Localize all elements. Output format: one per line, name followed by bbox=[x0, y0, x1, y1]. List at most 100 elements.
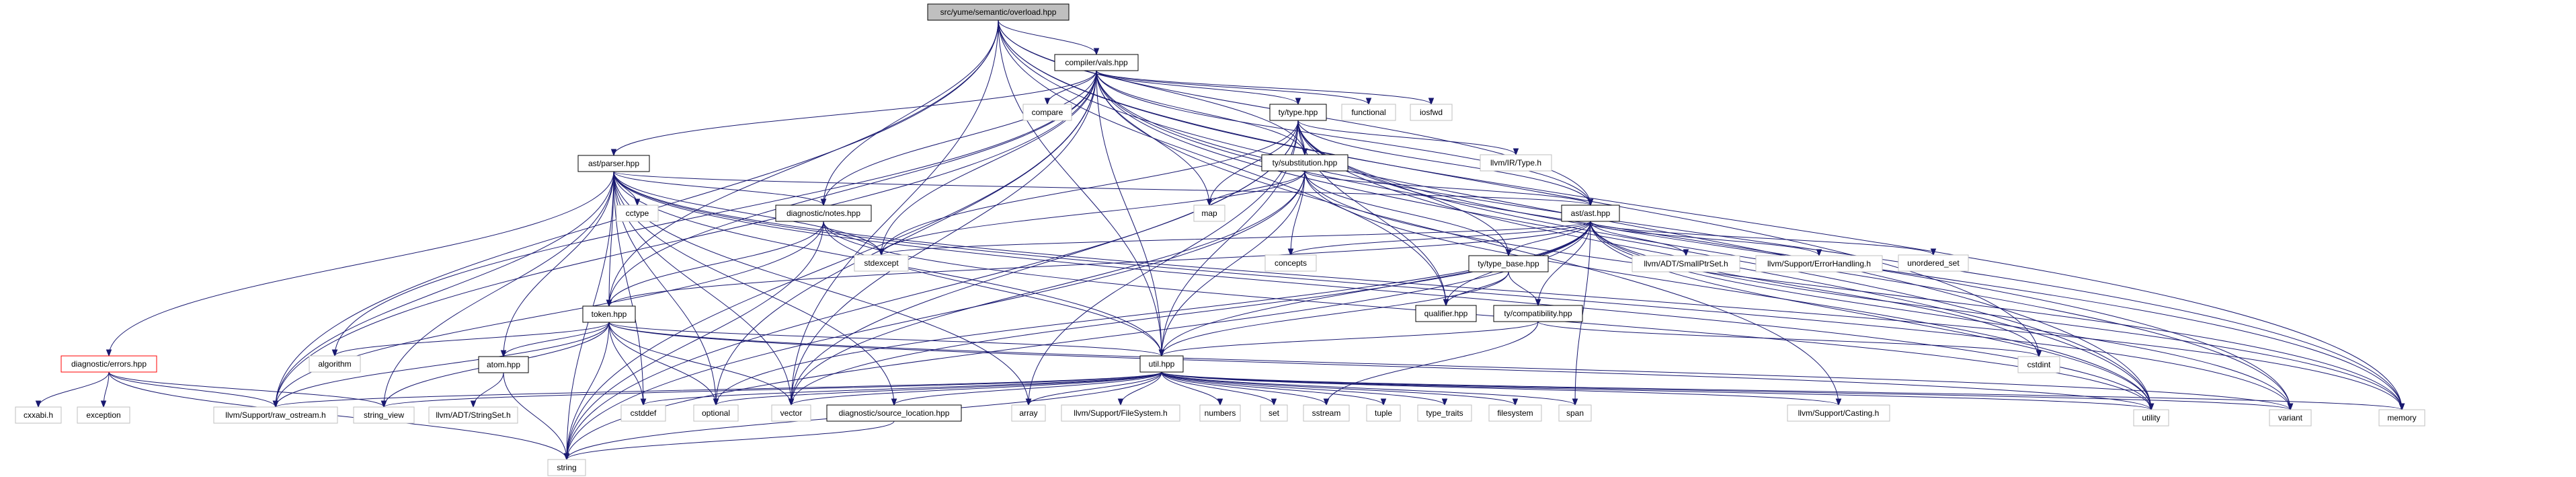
arrowhead-util-to-rawostream bbox=[272, 400, 279, 408]
node-label: span bbox=[1566, 408, 1584, 418]
edge-util-to-memory bbox=[1161, 371, 2403, 410]
edge-parser-to-stringview bbox=[383, 171, 614, 408]
node-box bbox=[1261, 154, 1349, 172]
edge-type-to-string bbox=[566, 120, 1299, 460]
node-subst[interactable]: ty/substitution.hpp bbox=[1261, 154, 1349, 172]
edge-ast-to-smallptr bbox=[1590, 221, 1687, 256]
edge-vals-to-vector bbox=[791, 70, 1097, 406]
edge-compat-to-util bbox=[1161, 321, 1539, 357]
node-label: string_view bbox=[364, 410, 404, 420]
node-map: map bbox=[1193, 205, 1225, 222]
node-box bbox=[1022, 104, 1072, 121]
node-label: cctype bbox=[626, 209, 649, 218]
arrowhead-errors-to-cxxabi bbox=[35, 400, 42, 408]
node-vals[interactable]: compiler/vals.hpp bbox=[1054, 54, 1139, 71]
edge-atom-to-string bbox=[503, 372, 567, 460]
edge-token-to-cstddef bbox=[608, 322, 644, 406]
node-array: array bbox=[1011, 404, 1046, 422]
edge-root-to-token bbox=[608, 20, 999, 307]
node-sstream: sstream bbox=[1303, 404, 1350, 422]
edge-ast-to-cstdint bbox=[1590, 221, 2040, 357]
node-box bbox=[1199, 404, 1241, 422]
arrowhead-ast-to-token bbox=[606, 299, 612, 307]
arrowhead-util-to-memory bbox=[2399, 403, 2405, 411]
node-token[interactable]: token.hpp bbox=[582, 305, 636, 323]
edge-util-to-numbers bbox=[1161, 371, 1221, 406]
arrowhead-util-to-tuple bbox=[1380, 398, 1387, 406]
node-llvmtype: llvm/IR/Type.h bbox=[1480, 154, 1552, 172]
arrowhead-util-to-vector bbox=[788, 398, 795, 406]
node-unordered: unordered_set bbox=[1898, 254, 1969, 272]
edge-root-to-notes bbox=[823, 20, 999, 206]
edge-vals-to-parser bbox=[613, 70, 1097, 156]
edge-subst-to-util bbox=[1161, 170, 1305, 357]
node-typebase[interactable]: ty/type_base.hpp bbox=[1468, 255, 1549, 272]
node-ast[interactable]: ast/ast.hpp bbox=[1561, 205, 1620, 222]
node-compat[interactable]: ty/compatibility.hpp bbox=[1493, 305, 1583, 322]
node-label: diagnostic/errors.hpp bbox=[71, 359, 147, 369]
node-srcloc[interactable]: diagnostic/source_location.hpp bbox=[826, 404, 962, 422]
node-label: llvm/Support/raw_ostream.h bbox=[225, 410, 325, 420]
arrowhead-ast-to-smallptr bbox=[1683, 249, 1689, 257]
node-box bbox=[1341, 104, 1396, 121]
node-smallptr: llvm/ADT/SmallPtrSet.h bbox=[1632, 255, 1740, 272]
node-box bbox=[2378, 409, 2425, 427]
edge-parser-to-memory bbox=[613, 171, 2403, 410]
node-notes[interactable]: diagnostic/notes.hpp bbox=[775, 205, 872, 222]
node-variant: variant bbox=[2269, 409, 2312, 427]
node-qualifier[interactable]: qualifier.hpp bbox=[1415, 305, 1477, 322]
edge-parser-to-cstddef bbox=[613, 171, 644, 406]
node-box bbox=[1260, 404, 1288, 422]
node-parser[interactable]: ast/parser.hpp bbox=[577, 155, 650, 172]
edge-notes-to-string bbox=[566, 221, 824, 460]
edge-ast-to-vector bbox=[791, 221, 1591, 406]
edge-subst-to-memory bbox=[1304, 170, 2403, 410]
arrowhead-token-to-util bbox=[1158, 349, 1165, 357]
node-util[interactable]: util.hpp bbox=[1139, 355, 1184, 373]
node-box bbox=[1011, 404, 1046, 422]
edge-notes-to-stdexcept bbox=[823, 221, 882, 256]
edge-type-to-qualifier bbox=[1297, 120, 1447, 306]
node-atom[interactable]: atom.hpp bbox=[478, 356, 529, 373]
node-optional: optional bbox=[693, 404, 739, 422]
node-label: sstream bbox=[1312, 408, 1341, 418]
node-box bbox=[1061, 404, 1180, 422]
edge-util-to-casting bbox=[1161, 371, 1839, 406]
edge-errors-to-stringview bbox=[108, 371, 385, 408]
node-rawostream: llvm/Support/raw_ostream.h bbox=[213, 406, 338, 424]
edge-parser-to-rawostream bbox=[275, 171, 614, 408]
node-label: diagnostic/notes.hpp bbox=[787, 209, 860, 218]
node-box bbox=[693, 404, 739, 422]
node-label: filesystem bbox=[1497, 408, 1533, 418]
edge-subst-to-typebase bbox=[1304, 170, 1509, 256]
node-box bbox=[1366, 404, 1401, 422]
edge-util-to-vector bbox=[791, 371, 1162, 406]
edge-vals-to-utility bbox=[1096, 70, 2152, 410]
edge-typebase-to-util bbox=[1161, 271, 1509, 357]
arrowhead-util-to-variant bbox=[2287, 403, 2294, 411]
node-label: utility bbox=[2142, 413, 2160, 423]
node-iosfwd: iosfwd bbox=[1410, 104, 1453, 121]
node-label: vector bbox=[780, 408, 803, 418]
edge-util-to-utility bbox=[1161, 371, 2152, 410]
edge-subst-to-utility bbox=[1304, 170, 2152, 410]
edge-root-to-memory bbox=[998, 20, 2403, 410]
edge-vals-to-subst bbox=[1096, 70, 1305, 155]
node-type[interactable]: ty/type.hpp bbox=[1269, 104, 1327, 121]
edge-type-to-llvmtype bbox=[1297, 120, 1517, 155]
node-label: string bbox=[557, 463, 576, 472]
node-label: ty/type_base.hpp bbox=[1478, 259, 1539, 268]
node-string: string bbox=[547, 459, 586, 476]
node-errors[interactable]: diagnostic/errors.hpp bbox=[61, 355, 157, 373]
node-box bbox=[775, 205, 872, 222]
node-box bbox=[309, 355, 361, 373]
node-box bbox=[213, 406, 338, 424]
node-filesystemh: llvm/Support/FileSystem.h bbox=[1061, 404, 1180, 422]
arrowhead-compat-to-cstdint bbox=[2036, 350, 2042, 358]
root-node[interactable]: src/yume/semantic/overload.hpp bbox=[927, 3, 1070, 21]
edge-vals-to-rawostream bbox=[275, 70, 1097, 408]
node-box bbox=[2133, 409, 2169, 427]
node-label: llvm/Support/FileSystem.h bbox=[1074, 408, 1167, 418]
arrowhead-util-to-casting bbox=[1835, 398, 1842, 406]
